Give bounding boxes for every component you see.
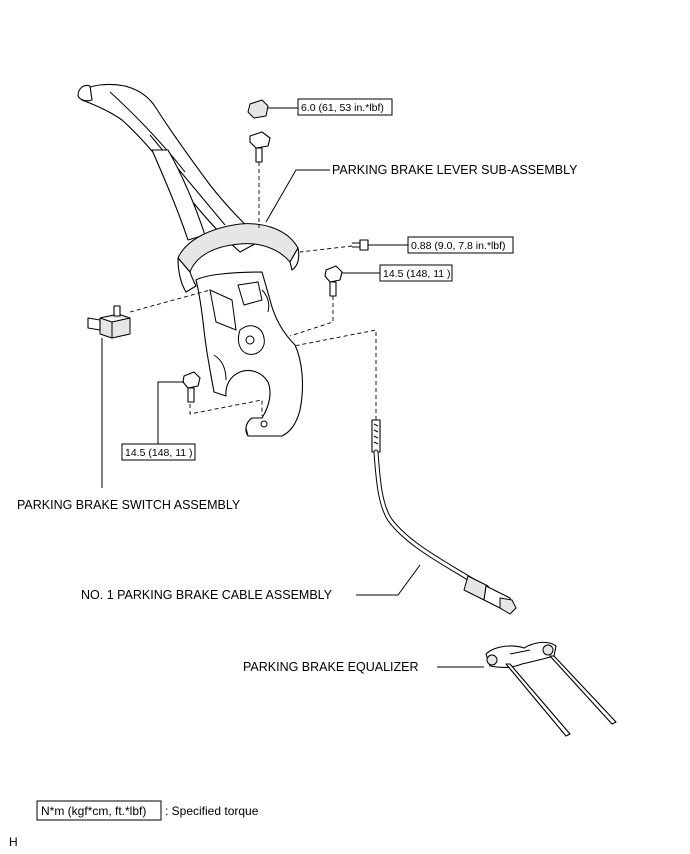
label-cable: NO. 1 PARKING BRAKE CABLE ASSEMBLY xyxy=(81,588,333,602)
torque-bolt-right-text: 14.5 (148, 11 ) xyxy=(383,268,451,280)
torque-screw-text: 0.88 (9.0, 7.8 in.*lbf) xyxy=(411,240,506,252)
torque-bolt-left-text: 14.5 (148, 11 ) xyxy=(125,447,193,459)
parking-brake-lever xyxy=(77,83,304,437)
torque-screw: 0.88 (9.0, 7.8 in.*lbf) xyxy=(407,236,514,254)
parking-brake-cable xyxy=(371,419,517,615)
corner-mark: H xyxy=(9,835,18,849)
parking-brake-switch xyxy=(87,305,131,339)
torque-bolt-right: 14.5 (148, 11 ) xyxy=(379,264,453,282)
bolt-right xyxy=(324,265,343,297)
torque-nut-top: 6.0 (61, 53 in.*lbf) xyxy=(297,98,393,116)
leader-lines xyxy=(101,107,484,668)
bolt-top xyxy=(249,131,271,163)
label-equalizer: PARKING BRAKE EQUALIZER xyxy=(243,660,419,674)
label-lever: PARKING BRAKE LEVER SUB-ASSEMBLY xyxy=(332,163,578,177)
legend-box-text: N*m (kgf*cm, ft.*lbf) xyxy=(41,804,146,818)
assembly-lines xyxy=(129,162,377,420)
torque-nut-top-text: 6.0 (61, 53 in.*lbf) xyxy=(301,102,384,114)
legend-text: : Specified torque xyxy=(165,804,259,818)
bolt-left xyxy=(182,371,201,403)
parking-brake-equalizer xyxy=(485,641,617,737)
label-switch: PARKING BRAKE SWITCH ASSEMBLY xyxy=(17,498,241,512)
screw-small xyxy=(352,239,369,251)
nut-top xyxy=(247,99,269,119)
torque-bolt-left: 14.5 (148, 11 ) xyxy=(121,443,196,461)
torque-legend: N*m (kgf*cm, ft.*lbf) : Specified torque xyxy=(36,800,259,821)
